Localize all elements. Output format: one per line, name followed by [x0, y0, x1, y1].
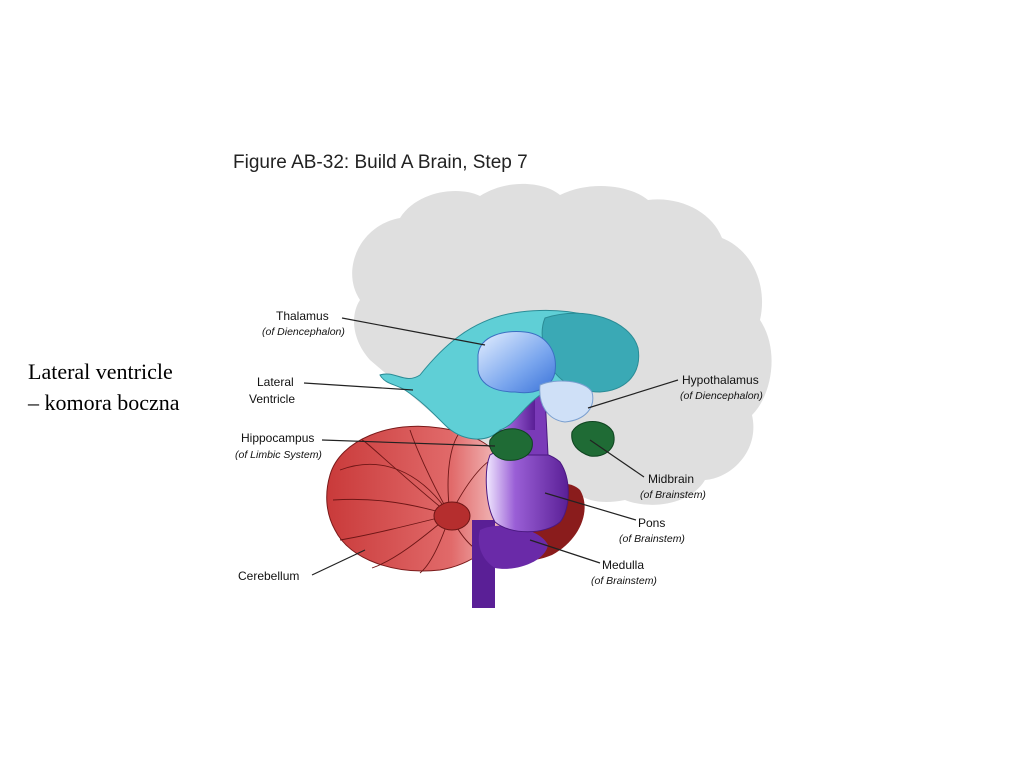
- figure-title: Figure AB-32: Build A Brain, Step 7: [233, 152, 528, 173]
- slide-caption: Lateral ventricle – komora boczna: [28, 356, 180, 418]
- hippocampus-shape: [489, 421, 615, 461]
- caption-line-1: Lateral ventricle: [28, 359, 173, 384]
- label-lateral-ventricle-1: Lateral: [257, 375, 294, 389]
- label-hypothalamus-note: (of Diencephalon): [680, 390, 763, 402]
- label-thalamus: Thalamus: [276, 309, 329, 323]
- label-thalamus-note: (of Diencephalon): [262, 326, 345, 338]
- leader-lines: [303, 317, 679, 576]
- label-hypothalamus: Hypothalamus: [682, 373, 759, 387]
- label-cerebellum: Cerebellum: [238, 569, 299, 583]
- thalamus-shape: [477, 331, 556, 394]
- label-medulla-note: (of Brainstem): [591, 575, 657, 587]
- hypothalamus-shape: [539, 380, 594, 423]
- label-lateral-ventricle-2: Ventricle: [249, 392, 295, 406]
- label-hippocampus: Hippocampus: [241, 431, 314, 445]
- label-medulla: Medulla: [602, 558, 644, 572]
- caption-line-2: – komora boczna: [28, 390, 180, 415]
- label-pons: Pons: [638, 516, 665, 530]
- label-hippocampus-note: (of Limbic System): [235, 449, 322, 461]
- label-pons-note: (of Brainstem): [619, 533, 685, 545]
- label-midbrain: Midbrain: [648, 472, 694, 486]
- label-midbrain-note: (of Brainstem): [640, 489, 706, 501]
